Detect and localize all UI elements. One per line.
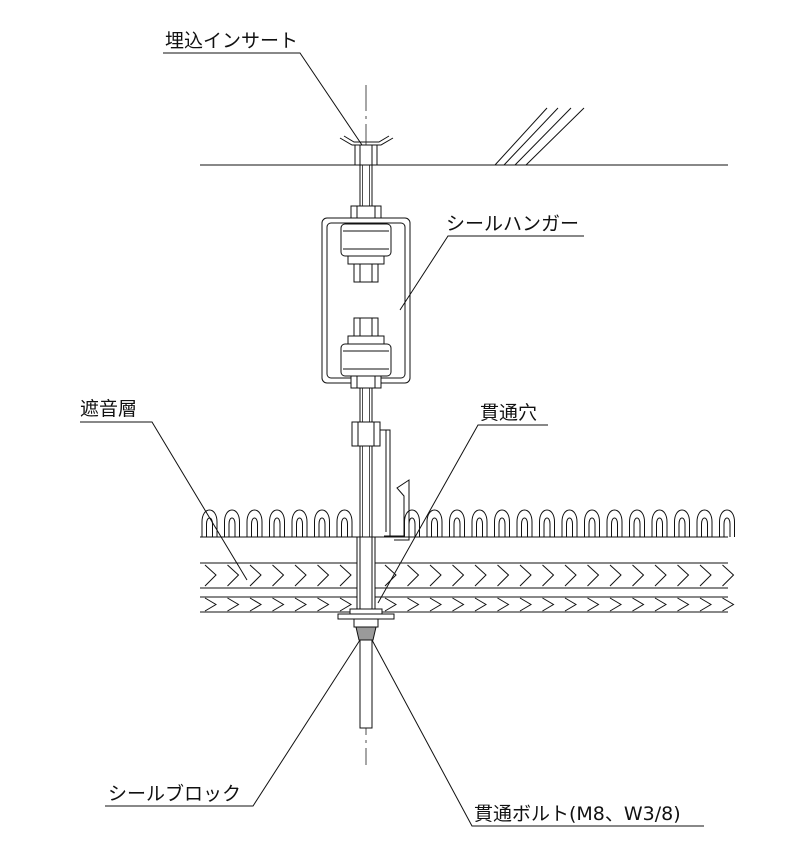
label-through-hole: 貫通穴 xyxy=(480,402,537,424)
board-chevron xyxy=(407,597,420,612)
board-chevron xyxy=(249,564,262,587)
board-chevron xyxy=(384,597,397,612)
wool-loop xyxy=(224,509,240,537)
board-chevron xyxy=(227,564,240,587)
board-chevron xyxy=(249,597,262,612)
wool-loop xyxy=(269,509,285,537)
board-chevron xyxy=(317,597,330,612)
board-chevron xyxy=(384,564,397,587)
board-chevron xyxy=(294,597,307,612)
seal-hanger-body xyxy=(321,205,411,389)
board-chevron xyxy=(632,597,645,612)
board-chevron xyxy=(429,597,442,612)
wool-loop xyxy=(561,509,578,537)
wool-loop xyxy=(539,509,555,537)
board-chevron xyxy=(542,564,555,587)
board-chevron xyxy=(204,597,217,612)
board-chevron xyxy=(587,564,600,587)
wool-loop xyxy=(516,509,533,537)
board-chevron xyxy=(429,564,442,587)
board-chevron xyxy=(722,597,735,612)
wool-loop xyxy=(449,509,465,537)
wool-loop xyxy=(674,509,690,537)
board-chevron xyxy=(452,597,465,612)
seal-block xyxy=(337,608,395,641)
wool-loop xyxy=(426,509,443,537)
board-chevron xyxy=(272,564,285,587)
board-chevron xyxy=(452,564,465,587)
board-chevron xyxy=(519,597,532,612)
board-chevron xyxy=(339,564,352,587)
ceiling-boards xyxy=(200,536,735,613)
board-chevron xyxy=(677,597,690,612)
rod-lower xyxy=(359,639,373,729)
board-chevron xyxy=(699,564,712,587)
board-chevron xyxy=(519,564,532,587)
embedded-insert xyxy=(339,135,394,166)
board-chevron xyxy=(609,597,622,612)
board-chevron xyxy=(564,564,577,587)
label-sound-insulation-layer: 遮音層 xyxy=(80,398,137,420)
sound-insulation-layer xyxy=(201,509,735,537)
board-chevron xyxy=(654,564,667,587)
board-chevron xyxy=(699,597,712,612)
board-chevron xyxy=(497,597,510,612)
board-chevron xyxy=(677,564,690,587)
board-chevron xyxy=(474,597,487,612)
wool-loop xyxy=(651,509,668,537)
wool-loop xyxy=(719,509,735,537)
wool-loop xyxy=(404,509,420,537)
label-embedded-insert: 埋込インサート xyxy=(165,30,298,52)
wool-loop xyxy=(246,509,263,537)
board-chevron xyxy=(272,597,285,612)
wool-loop xyxy=(494,509,510,537)
coupling-nut xyxy=(351,421,381,447)
wool-loop xyxy=(336,509,353,537)
wool-loop xyxy=(629,509,645,537)
wool-loop xyxy=(291,509,308,537)
clip-bracket xyxy=(380,429,391,537)
label-seal-hanger: シールハンガー xyxy=(446,213,579,235)
wool-loop xyxy=(606,509,623,537)
board-chevron xyxy=(497,564,510,587)
board-chevron xyxy=(227,597,240,612)
leader-lines xyxy=(80,52,704,827)
slab-hatching xyxy=(494,107,585,166)
clip-spring xyxy=(390,479,410,541)
wool-loop xyxy=(584,509,600,537)
board-chevron xyxy=(542,597,555,612)
board-chevron xyxy=(632,564,645,587)
board-chevron xyxy=(204,564,217,587)
board-chevron xyxy=(564,597,577,612)
board-chevron xyxy=(654,597,667,612)
board-chevron xyxy=(609,564,622,587)
board-chevron xyxy=(587,597,600,612)
board-chevron xyxy=(339,597,352,612)
board-chevron xyxy=(722,564,735,587)
board-chevron xyxy=(294,564,307,587)
board-chevron xyxy=(474,564,487,587)
label-seal-block: シールブロック xyxy=(108,782,241,805)
board-chevron xyxy=(407,564,420,587)
wool-loop xyxy=(201,509,218,537)
wool-loop xyxy=(696,509,713,537)
wool-loop xyxy=(314,509,330,537)
label-through-bolt: 貫通ボルト(M8、W3/8) xyxy=(474,803,681,825)
board-chevron xyxy=(317,564,330,587)
wool-loop xyxy=(471,509,488,537)
